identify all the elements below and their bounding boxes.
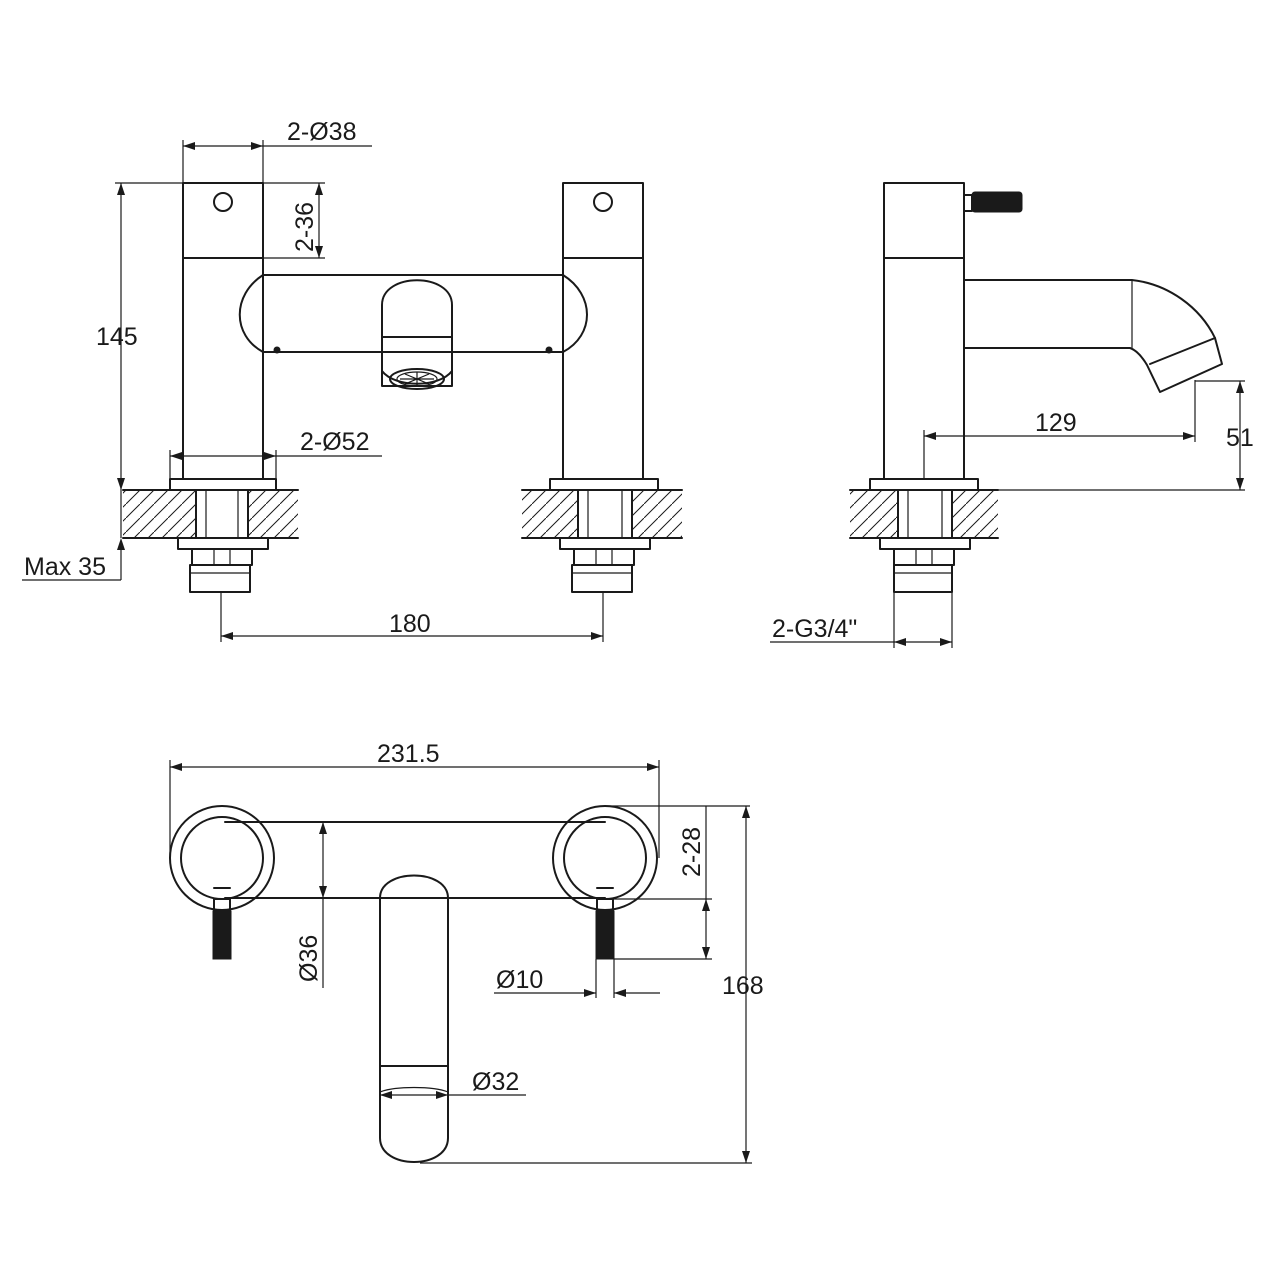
dim-body-diameter-label: 2-Ø38: [287, 118, 356, 146]
dim-total-height-label: 145: [96, 323, 138, 351]
dim-connection: 2-G3/4": [770, 592, 953, 648]
dim-centres-label: 180: [389, 610, 431, 638]
dim-centres: 180: [220, 592, 604, 642]
dim-lever-offset: 2-28: [605, 805, 750, 960]
dim-spout-diameter-label: Ø32: [472, 1068, 519, 1096]
deck-section-side: [849, 489, 999, 539]
top-left-handle: [169, 805, 275, 960]
dim-lever-diameter: Ø10: [494, 959, 660, 998]
top-bridge: [224, 821, 606, 899]
dim-lever-diameter-label: Ø10: [496, 966, 543, 994]
dim-body-diameter: 2-Ø38: [182, 118, 372, 183]
left-valve-body: [169, 182, 277, 593]
dim-connection-label: 2-G3/4": [772, 615, 857, 643]
dim-lever-offset-label: 2-28: [678, 827, 706, 877]
dim-spout-clearance: 51: [998, 380, 1254, 491]
dim-overall-width-label: 231.5: [377, 740, 440, 768]
spout-side: [963, 279, 1223, 393]
dim-handle-height: 2-36: [263, 182, 325, 259]
side-view: 129 51 2-G3/4": [770, 182, 1254, 648]
dim-overall-depth: 168: [420, 806, 764, 1164]
dim-spout-projection-label: 129: [1035, 409, 1077, 437]
dim-base-diameter: 2-Ø52: [169, 428, 382, 479]
top-spout: [379, 874, 449, 1163]
dim-handle-height-label: 2-36: [291, 202, 319, 252]
dim-overall-depth-label: 168: [722, 972, 764, 1000]
top-right-handle: [552, 805, 658, 960]
bridge: [238, 274, 588, 354]
dim-bridge-diameter-label: Ø36: [295, 935, 323, 982]
right-valve-body: [549, 182, 659, 593]
dim-spout-diameter: Ø32: [380, 1068, 526, 1099]
dim-total-height: 145: [96, 182, 183, 490]
deck-section-right: [521, 489, 683, 539]
dim-base-diameter-label: 2-Ø52: [300, 428, 369, 456]
dim-spout-clearance-label: 51: [1226, 424, 1254, 452]
front-view: 2-Ø38 2-36 145 2-Ø52: [22, 118, 683, 642]
dim-max-deck: Max 35: [22, 490, 125, 581]
dim-overall-width: 231.5: [169, 740, 660, 858]
side-lever: [963, 191, 1023, 213]
dim-spout-projection: 129: [923, 380, 1196, 479]
dim-max-deck-label: Max 35: [24, 553, 106, 581]
deck-section-left: [122, 489, 299, 539]
dim-bridge-diameter: Ø36: [295, 822, 327, 988]
top-view: 231.5 2-28 Ø36 Ø10: [169, 740, 764, 1164]
spout-front: [381, 279, 453, 390]
